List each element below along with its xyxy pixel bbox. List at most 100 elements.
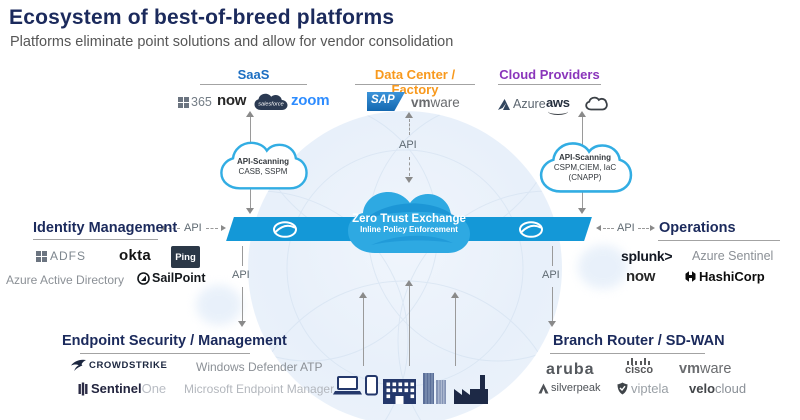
- m365-label: 365: [191, 95, 212, 109]
- salesforce-cloud-icon: salesforce: [254, 93, 288, 110]
- api-label-center: API: [399, 139, 417, 151]
- logo-crowdstrike: CROWDSTRIKE: [70, 359, 167, 372]
- crowdstrike-label: CROWDSTRIKE: [89, 360, 168, 371]
- datacenter-connector-dash-bottom: [409, 157, 410, 176]
- api-scanning-cloud-right-shape: [539, 142, 633, 193]
- cloud-connector-arrow-down: [578, 208, 586, 214]
- silverpeak-label: silverpeak: [551, 382, 601, 394]
- api-scanning-right-line1: CSPM,CIEM, IaC: [553, 163, 617, 172]
- datacenter-connector-arrow-down: [405, 177, 413, 183]
- logo-servicenow-ops: now: [626, 268, 656, 285]
- sentinelone-icon: [78, 382, 88, 396]
- endpoint-connector-line-bottom: [242, 287, 243, 322]
- logo-viptela: viptela: [617, 381, 669, 396]
- api-scanning-cloud-right: API-Scanning CSPM,CIEM, IaC (CNAPP): [536, 138, 634, 207]
- ping-label: Ping: [175, 251, 196, 263]
- endpoint-connector-line-top: [242, 246, 243, 266]
- branch-underline: [550, 353, 705, 354]
- azure-triangle-icon: [498, 98, 510, 110]
- api-scanning-cloud-left-shape: [220, 141, 308, 190]
- datacenter-underline: [355, 84, 475, 85]
- section-header-identity: Identity Management: [33, 220, 178, 236]
- svg-text:salesforce: salesforce: [258, 102, 284, 108]
- branch-connector-arrow-down: [548, 321, 556, 327]
- laptop-icon: [333, 376, 362, 395]
- adfs-label: ADFS: [50, 249, 87, 263]
- vmware-ware-label-2: ware: [699, 361, 732, 377]
- device-line-left: [363, 298, 364, 366]
- operations-api-arrow-right: [650, 225, 655, 231]
- api-scanning-right-line2: (CNAPP): [568, 173, 602, 182]
- zscaler-logo-icon-left: [273, 221, 297, 238]
- section-header-branch: Branch Router / SD-WAN: [553, 333, 725, 349]
- sentinelone-light-label: One: [141, 381, 167, 396]
- device-arrow-up-center: [405, 280, 413, 286]
- factory-icon: [454, 375, 488, 404]
- office-building-icon: [383, 379, 416, 404]
- viptela-shield-icon: [617, 382, 628, 395]
- sentinelone-bold-label: Sentinel: [91, 381, 142, 396]
- cisco-bars-icon: [626, 358, 650, 365]
- identity-api-arrow-right: [221, 225, 226, 231]
- hashicorp-icon: [685, 271, 696, 282]
- logo-sentinelone: SentinelOne: [78, 380, 166, 398]
- sap-label: SAP: [371, 94, 395, 106]
- logo-google-cloud: [585, 96, 608, 117]
- google-cloud-icon: [585, 96, 608, 111]
- api-label-identity: API: [184, 222, 202, 234]
- viptela-label: viptela: [631, 381, 669, 396]
- section-header-endpoint: Endpoint Security / Management: [62, 333, 287, 349]
- logo-sailpoint: SailPoint: [137, 271, 205, 285]
- device-line-right: [455, 298, 456, 366]
- page-subtitle: Platforms eliminate point solutions and …: [10, 34, 454, 50]
- velocloud-bold-label: velo: [689, 381, 716, 396]
- logo-windows-defender-atp: Windows Defender ATP: [196, 360, 323, 374]
- crowdstrike-falcon-icon: [71, 359, 86, 371]
- branch-connector-line-top: [552, 246, 553, 266]
- saas-connector-arrow-down: [246, 208, 254, 214]
- section-header-cloud-providers: Cloud Providers: [499, 67, 600, 82]
- saas-underline: [200, 84, 307, 85]
- logo-silverpeak: silverpeak: [538, 382, 601, 394]
- logo-cisco: cisco: [625, 357, 653, 376]
- endpoint-underline: [80, 353, 250, 354]
- logo-servicenow: now: [217, 92, 246, 109]
- silverpeak-icon: [538, 383, 549, 393]
- api-scanning-right-title: API-Scanning: [558, 153, 611, 162]
- decorative-wisp-right: [578, 245, 628, 289]
- api-scanning-left-line1: CASB, SSPM: [238, 167, 288, 176]
- logo-salesforce: salesforce: [253, 92, 289, 118]
- endpoint-devices: [333, 373, 488, 404]
- zero-trust-cloud-shape: [348, 192, 470, 253]
- vmware-vm-label: vm: [411, 95, 431, 110]
- operations-api-dash-1: [603, 228, 614, 229]
- microsoft-grid-icon-adfs: [36, 250, 47, 262]
- logo-aws: aws: [546, 96, 570, 115]
- aws-smile-icon: [547, 108, 568, 115]
- logo-sap: SAP: [367, 92, 405, 111]
- vmware-ware-label: ware: [430, 95, 460, 110]
- logo-ping-identity: Ping: [171, 246, 200, 268]
- azure-label: Azure: [513, 97, 546, 111]
- logo-microsoft-endpoint-manager: Microsoft Endpoint Manager: [184, 382, 335, 396]
- sailpoint-icon: [137, 271, 150, 285]
- device-line-center: [409, 286, 410, 366]
- api-scanning-cloud-left: API-Scanning CASB, SSPM: [216, 138, 310, 203]
- zero-trust-exchange-cloud: Zero Trust Exchange Inline Policy Enforc…: [340, 185, 478, 268]
- phone-icon: [365, 375, 378, 396]
- zero-trust-exchange-subtitle: Inline Policy Enforcement: [360, 225, 458, 234]
- device-arrow-up-left: [359, 292, 367, 298]
- saas-connector-arrow-up: [246, 111, 254, 117]
- section-header-operations: Operations: [659, 220, 736, 236]
- zscaler-logo-icon-right: [519, 221, 543, 238]
- datacenter-connector-dash-top: [409, 119, 410, 135]
- logo-azure-active-directory: Azure Active Directory: [6, 273, 125, 287]
- logo-okta: okta: [119, 247, 152, 264]
- logo-zoom: zoom: [291, 92, 330, 109]
- identity-api-dash-1: [168, 228, 180, 229]
- section-header-saas: SaaS: [237, 67, 270, 82]
- api-label-branch: API: [542, 269, 560, 281]
- logo-aruba: aruba: [546, 361, 595, 378]
